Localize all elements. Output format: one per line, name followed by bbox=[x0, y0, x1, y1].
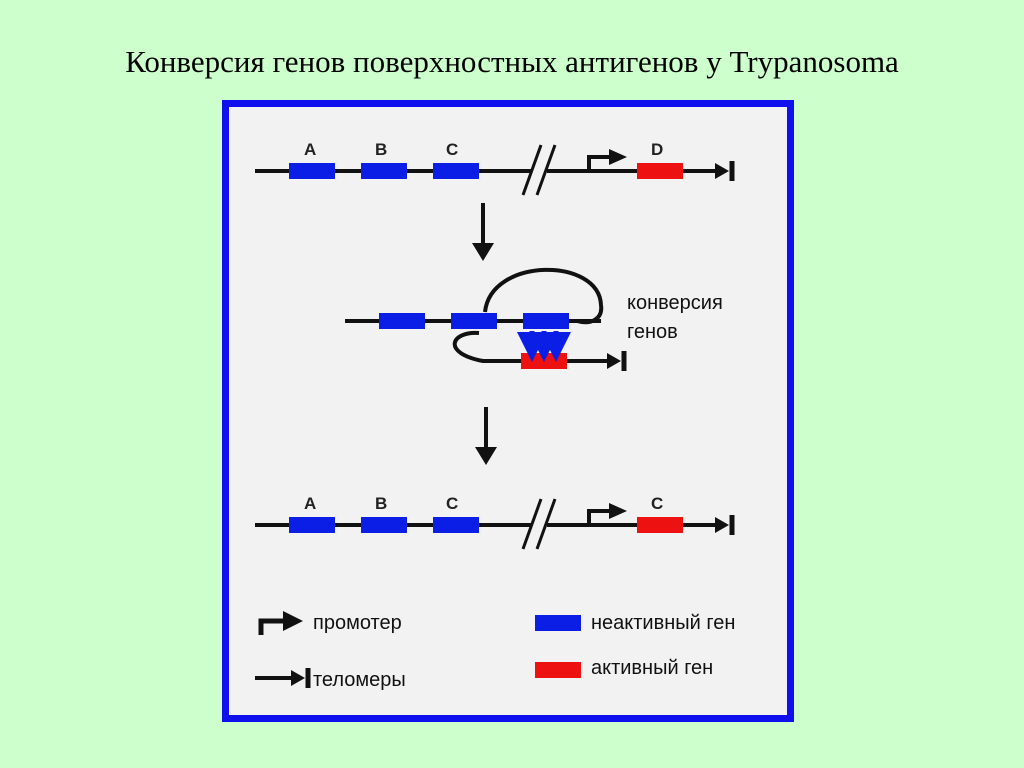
diagram-frame: A B C D bbox=[222, 100, 794, 722]
gene-label-c-before: C bbox=[446, 140, 458, 159]
legend-promoter-label: промотер bbox=[313, 612, 402, 634]
gene-c-after bbox=[433, 517, 479, 533]
gene-label-b-after: B bbox=[375, 494, 387, 513]
gene-b-copy bbox=[451, 313, 497, 329]
legend: промотер теломеры неактивный ген активны… bbox=[255, 611, 735, 691]
conversion-event bbox=[345, 267, 627, 371]
conversion-label-line2: генов bbox=[627, 321, 678, 343]
gene-c-donor bbox=[523, 313, 569, 329]
gene-a-copy bbox=[379, 313, 425, 329]
legend-active-swatch bbox=[535, 662, 581, 678]
legend-promoter-icon bbox=[258, 611, 303, 635]
down-arrow-icon bbox=[475, 407, 497, 465]
legend-telomere-icon bbox=[255, 668, 311, 688]
gene-label-a-after: A bbox=[304, 494, 316, 513]
gene-c-expressed bbox=[637, 517, 683, 533]
gene-b-before bbox=[361, 163, 407, 179]
legend-telomere-label: теломеры bbox=[313, 669, 406, 691]
gene-b-after bbox=[361, 517, 407, 533]
chromosome-break-icon bbox=[521, 144, 557, 196]
gene-label-active-after: C bbox=[651, 494, 663, 513]
promoter-icon bbox=[587, 149, 627, 171]
down-arrow-icon bbox=[472, 203, 494, 261]
copy-arrows-icon bbox=[517, 331, 571, 362]
gene-label-a-before: A bbox=[304, 140, 316, 159]
legend-inactive-label: неактивный ген bbox=[591, 612, 735, 634]
gene-d-before bbox=[637, 163, 683, 179]
slide-title: Конверсия генов поверхностных антигенов … bbox=[125, 44, 899, 79]
gene-conversion-diagram: A B C D bbox=[255, 140, 735, 691]
gene-a-after bbox=[289, 517, 335, 533]
gene-label-c-after: C bbox=[446, 494, 458, 513]
promoter-icon bbox=[587, 503, 627, 525]
chromosome-after: A B C C bbox=[255, 494, 735, 550]
gene-c-before bbox=[433, 163, 479, 179]
legend-active-label: активный ген bbox=[591, 657, 713, 679]
gene-label-b-before: B bbox=[375, 140, 387, 159]
gene-label-d-before: D bbox=[651, 140, 663, 159]
legend-inactive-swatch bbox=[535, 615, 581, 631]
chromosome-before: A B C D bbox=[255, 140, 735, 196]
conversion-label-line1: конверсия bbox=[627, 292, 723, 314]
gene-d-recipient bbox=[521, 353, 567, 369]
gene-a-before bbox=[289, 163, 335, 179]
chromosome-break-icon bbox=[521, 498, 557, 550]
